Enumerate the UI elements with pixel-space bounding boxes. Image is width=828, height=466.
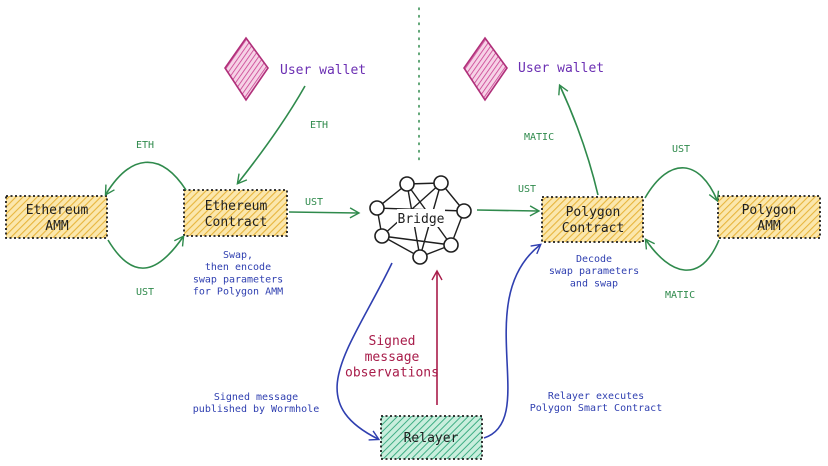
edge-label-bridge-polygon-ust: UST [518,184,536,195]
bridge-network [369,175,472,265]
arrow-relayer-to-polygon-contract [483,243,542,439]
ethereum-amm-box [5,195,108,239]
arrow-bridge-to-polygon-contract [476,205,541,217]
arrow-eth-contract-to-eth-amm [104,161,187,197]
bridge-label: Bridge [398,212,445,227]
relayer-box [380,415,483,460]
arrow-bridge-to-relayer [336,262,393,441]
arrow-polygon-amm-to-polygon-contract [644,237,720,271]
edge-label-amm-contract-ust: UST [136,287,154,298]
edge-label-contract-amm-eth: ETH [136,140,154,151]
polygon-contract-box [541,196,644,243]
arrow-polygon-contract-to-polygon-amm [644,167,720,203]
arrow-eth-contract-to-bridge [288,207,361,219]
user-wallet-right-label: User wallet [518,61,604,76]
arrow-wallet-to-eth-contract [236,85,306,185]
edge-label-polygon-amm-ust: UST [672,144,690,155]
user-wallet-left-icon [224,36,269,102]
relayer-label: Relayer [404,431,459,446]
polygon-amm-box [717,195,821,239]
arrow-polygon-contract-to-wallet [558,83,599,196]
edge-label-amm-polygon-matic: MATIC [665,290,695,301]
user-wallet-left-label: User wallet [280,63,366,78]
edge-label-contract-bridge-ust: UST [305,197,323,208]
ethereum-contract-box [183,189,288,237]
user-wallet-right-icon [463,36,508,102]
arrow-eth-amm-to-eth-contract [107,234,185,269]
edge-label-polygon-wallet-matic: MATIC [524,132,554,143]
edge-label-wallet-eth: ETH [310,120,328,131]
